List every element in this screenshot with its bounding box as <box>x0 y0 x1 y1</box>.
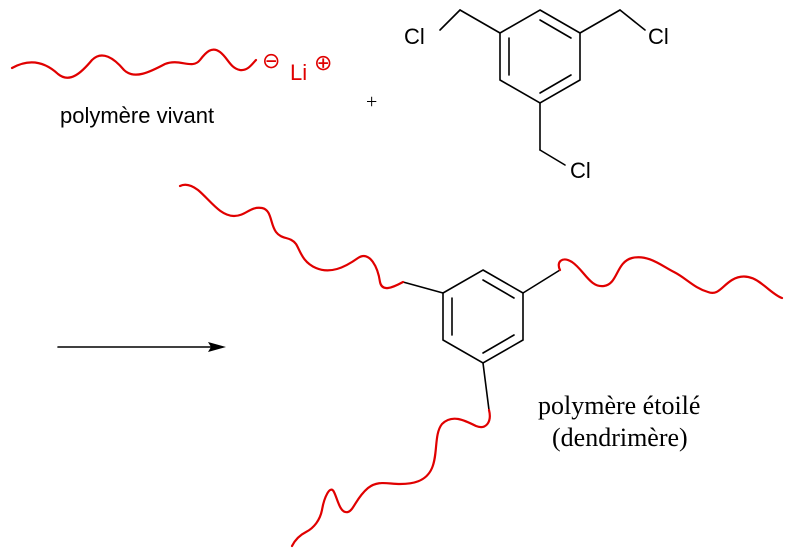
ring-double-bond-2 <box>539 74 572 94</box>
anion-charge-sign: ⊖ <box>262 48 280 73</box>
plus-sign: + <box>366 91 377 113</box>
product-caption-line-1: polymère étoilé <box>538 391 700 420</box>
cation-charge-sign: ⊕ <box>314 50 332 75</box>
product-ch2-bond-left <box>402 281 444 294</box>
ccl-bond-right <box>619 9 646 31</box>
reaction-arrow <box>57 342 226 352</box>
polymer-arm-left <box>178 183 405 290</box>
chlorine-right-label: Cl <box>648 24 669 49</box>
tris-chloromethyl-benzene: Cl Cl Cl <box>404 9 669 183</box>
star-polymer-product <box>178 183 784 548</box>
ccl-bond-bottom <box>539 149 566 166</box>
living-polymer-chain <box>10 48 258 79</box>
product-ring-double-bond-1 <box>482 279 515 299</box>
product-ch2-bond-right <box>522 269 561 294</box>
reaction-arrow-head <box>208 342 226 352</box>
product-ch2-bond-bottom <box>482 362 490 411</box>
product-benzene-ring-outer <box>442 269 524 364</box>
chlorine-bottom-label: Cl <box>570 158 591 183</box>
lithium-label: Li <box>290 60 307 85</box>
polymer-arm-bottom <box>290 408 491 548</box>
product-caption-line-2: (dendrimère) <box>552 423 688 452</box>
ring-double-bond-1 <box>539 19 572 39</box>
ch2-bond-right <box>579 9 621 34</box>
polymer-arm-right <box>557 256 784 300</box>
chlorine-left-label: Cl <box>404 24 425 49</box>
living-polymer-caption: polymère vivant <box>60 103 214 128</box>
product-ring-double-bond-2 <box>482 334 515 354</box>
benzene-ring-outer <box>499 9 581 104</box>
ccl-bond-left <box>439 9 461 31</box>
ch2-bond-left <box>459 9 501 34</box>
